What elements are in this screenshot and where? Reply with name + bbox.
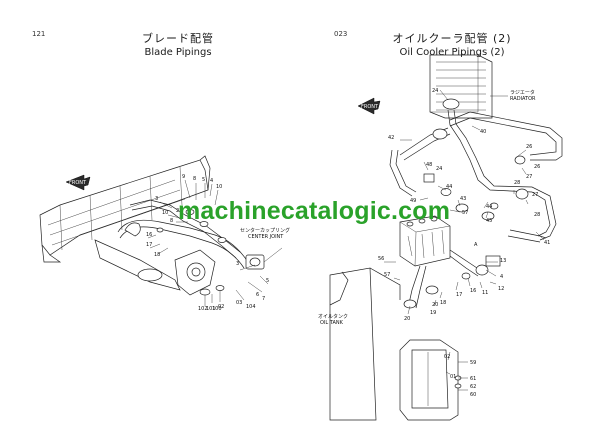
callout: 49 — [410, 198, 416, 204]
callout: 17 — [456, 292, 462, 298]
left-page: 121 ブレード配管 Blade Pipings FRONT — [32, 30, 290, 312]
callout: 3 — [155, 196, 158, 202]
callout: 12 — [498, 286, 504, 292]
callout: 44 — [446, 184, 452, 190]
callout: 13 — [500, 258, 506, 264]
callout: A — [474, 242, 478, 248]
right-title-en: Oil Cooler Pipings (2) — [399, 47, 505, 58]
left-page-number: 121 — [32, 30, 46, 38]
callout: 43 — [460, 196, 466, 202]
callout: 02 — [444, 354, 450, 360]
right-leader-lines — [384, 89, 545, 391]
callout: 8 — [193, 176, 196, 182]
callout: 60 — [470, 392, 476, 398]
push-arm — [94, 239, 216, 296]
callout: 11 — [482, 290, 488, 296]
callout: 59 — [470, 360, 476, 366]
bracket-frame — [399, 339, 462, 421]
oil-tank-label-en: OIL TANK — [320, 320, 344, 326]
right-page-number: 023 — [334, 30, 348, 38]
callout: 10 — [162, 210, 168, 216]
callout: 6 — [256, 292, 259, 298]
callout: 17 — [146, 242, 152, 248]
callout: 21 — [176, 208, 182, 214]
callout: 5 — [202, 177, 205, 183]
callout: 57 — [462, 210, 468, 216]
callout: 18 — [154, 252, 160, 258]
callout: 18 — [440, 300, 446, 306]
center-joint-note-en: CENTER JOINT — [248, 234, 284, 240]
callout: 8 — [170, 218, 173, 224]
front-arrow-left: FRONT — [65, 174, 91, 191]
pipe-fittings — [423, 98, 529, 221]
callout: 24 — [436, 166, 442, 172]
callout: 16 — [470, 288, 476, 294]
callout: 16 — [146, 232, 152, 238]
callout: 01 — [450, 374, 456, 380]
blade-body — [39, 155, 211, 263]
left-title-block: ブレード配管 Blade Pipings — [118, 30, 238, 58]
control-valve — [399, 215, 451, 267]
callout: 27 — [526, 174, 532, 180]
callout: 03 — [236, 300, 242, 306]
radiator-label-en: RADIATOR — [510, 96, 536, 102]
callout: 104 — [246, 304, 256, 310]
center-joint: センターカップリング CENTER JOINT — [240, 227, 290, 270]
callout: 57 — [384, 272, 390, 278]
front-label-right: FRONT — [361, 104, 379, 110]
callout: 44 — [486, 204, 492, 210]
callout: 100 — [212, 306, 222, 312]
left-title-jp: ブレード配管 — [142, 32, 214, 45]
front-arrow-right: FRONT — [357, 97, 381, 115]
callout: 02 — [218, 304, 224, 310]
blade-pipings-diagram: FRONT — [39, 155, 290, 312]
left-title-en: Blade Pipings — [144, 47, 212, 58]
callout: 20 — [432, 302, 438, 308]
callout: 56 — [378, 256, 384, 262]
lower-parts — [199, 281, 263, 306]
blade-hoses — [117, 199, 249, 269]
callout: 101 — [206, 306, 216, 312]
left-callouts: 9 8 5 4 10 3 10 16 17 18 8 21 3 5 6 7 10… — [146, 174, 269, 312]
right-title-jp: オイルクーラ配管 (2) — [392, 32, 512, 45]
callout: 28 — [514, 180, 520, 186]
callout: 3 — [236, 261, 239, 267]
watermark: machinecatalogic.com — [178, 197, 451, 225]
left-leader-lines — [147, 179, 269, 285]
callout: 27 — [532, 192, 538, 198]
right-title-block: オイルクーラ配管 (2) Oil Cooler Pipings (2) — [392, 30, 512, 58]
center-joint-note-jp: センターカップリング — [240, 227, 290, 234]
valve-hoses — [403, 249, 501, 309]
oil-tank-label-jp: オイルタンク — [318, 313, 348, 320]
callout: 19 — [430, 310, 436, 316]
callout: 7 — [262, 296, 265, 302]
front-label-left: FRONT — [69, 180, 87, 186]
oil-cooler-pipings-diagram: FRONT ラジエータ RADIATOR — [318, 54, 563, 421]
right-page: 023 オイルクーラ配管 (2) Oil Cooler Pipings (2) … — [300, 0, 600, 424]
callout: 28 — [534, 212, 540, 218]
callout: 24 — [432, 88, 438, 94]
right-callouts: 24 40 42 48 44 43 49 24 26 27 28 26 27 2… — [378, 88, 550, 398]
callout: 10 — [216, 184, 222, 190]
radiator-label-jp: ラジエータ — [510, 89, 535, 96]
callout: 26 — [526, 144, 532, 150]
callout: 4 — [210, 178, 213, 184]
callout: 9 — [182, 174, 185, 180]
callout: 62 — [470, 384, 476, 390]
callout: 5 — [266, 278, 269, 284]
oil-tank: オイルタンク OIL TANK — [318, 267, 401, 421]
callout: 42 — [388, 135, 394, 141]
callout: 45 — [486, 218, 492, 224]
callout: 48 — [426, 162, 432, 168]
callout: 41 — [544, 240, 550, 246]
callout: 61 — [470, 376, 476, 382]
callout: 26 — [534, 164, 540, 170]
callout: 102 — [198, 306, 208, 312]
radiator: ラジエータ RADIATOR — [429, 54, 536, 119]
callout: 40 — [480, 129, 486, 135]
callout: 20 — [404, 316, 410, 322]
callout: 4 — [500, 274, 503, 280]
